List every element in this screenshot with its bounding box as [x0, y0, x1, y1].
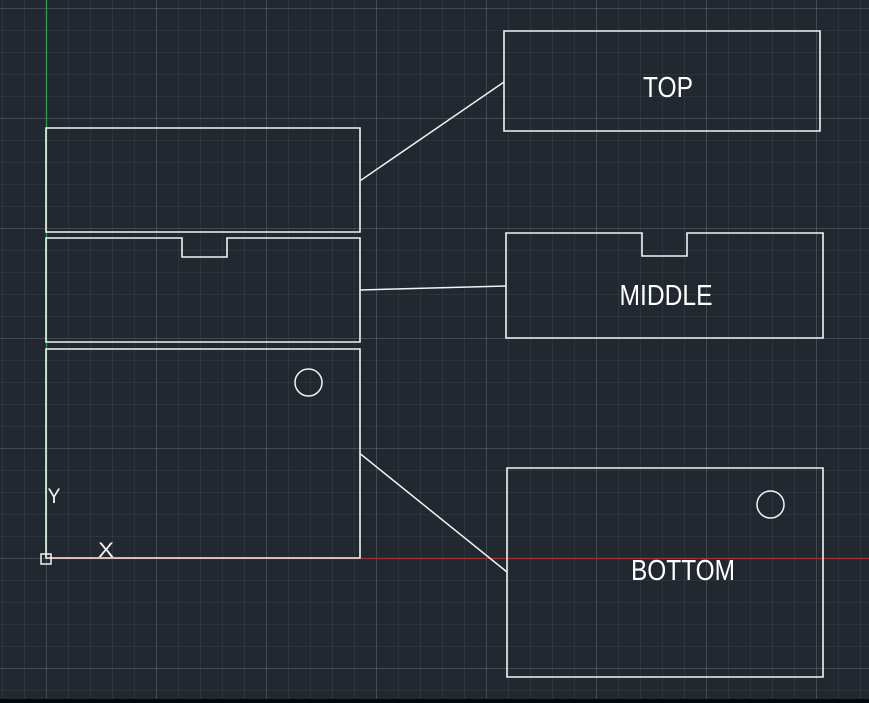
- callout-top-box[interactable]: [503, 30, 821, 132]
- leader-middle[interactable]: [360, 285, 507, 291]
- part-bottom-plate[interactable]: [45, 348, 361, 559]
- label-top[interactable]: TOP: [643, 72, 693, 104]
- ucs-y-axis-label: Y: [48, 485, 61, 508]
- part-middle-plate[interactable]: [45, 237, 361, 343]
- callout-middle-box[interactable]: [505, 232, 824, 339]
- label-bottom[interactable]: BOTTOM: [631, 555, 735, 587]
- leader-top[interactable]: [360, 81, 505, 182]
- callout-bottom-hole[interactable]: [756, 490, 785, 519]
- ucs-x-axis-label: X: [98, 539, 114, 562]
- part-bottom-hole[interactable]: [294, 368, 323, 397]
- viewport-bottom-edge: [0, 699, 869, 703]
- label-middle[interactable]: MIDDLE: [620, 280, 713, 312]
- leader-bottom[interactable]: [360, 453, 508, 573]
- ucs-origin-box-icon[interactable]: [40, 553, 52, 565]
- part-top-plate[interactable]: [45, 127, 361, 233]
- callout-bottom-box[interactable]: [506, 467, 824, 678]
